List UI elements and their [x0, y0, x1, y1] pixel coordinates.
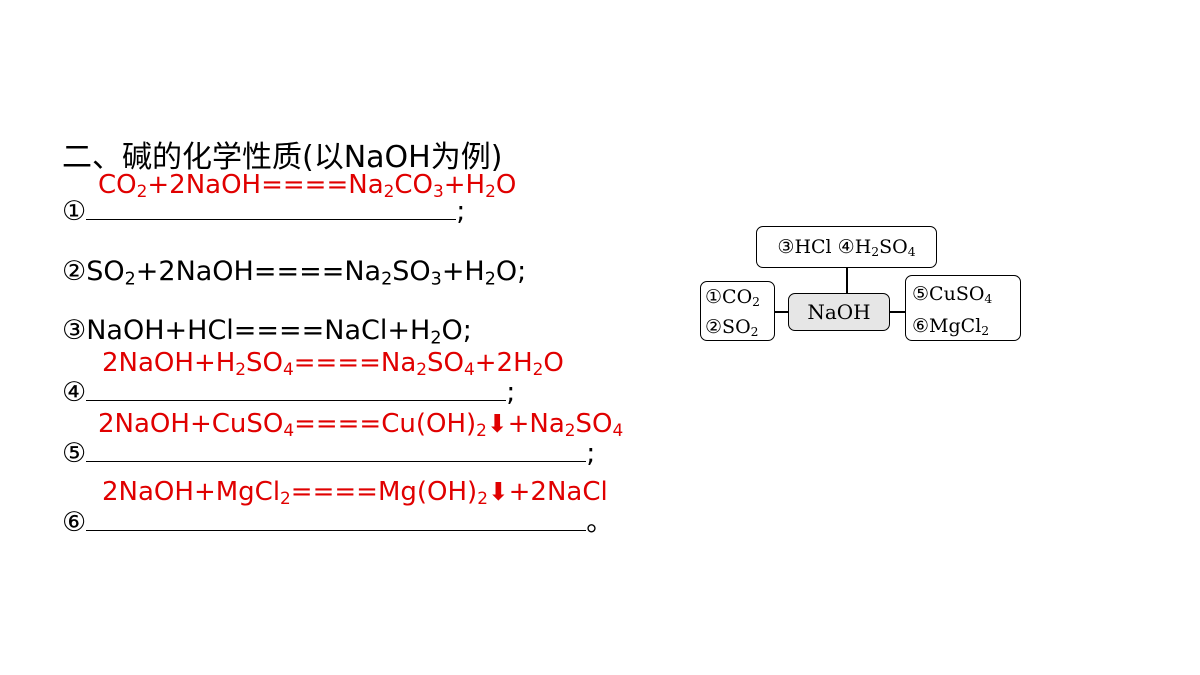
- connector-top: [846, 267, 848, 293]
- answer-equation-4: 2NaOH+H2SO4====Na2SO4+2H2O: [102, 348, 564, 380]
- item-terminator-4: ;: [506, 377, 516, 408]
- answer-equation-6: 2NaOH+MgCl2====Mg(OH)2⬇+2NaCl: [102, 477, 608, 509]
- oxide-item-co2: ①CO2: [705, 286, 761, 310]
- salt-item-cuso4: ⑤CuSO4: [912, 283, 993, 307]
- answer-blank-5: [86, 439, 587, 462]
- item-terminator-1: ;: [456, 196, 466, 227]
- item-number-1: ①: [62, 196, 87, 227]
- connector-left: [775, 311, 788, 313]
- item-4: ④;: [62, 377, 515, 408]
- item-number-5: ⑤: [62, 438, 87, 469]
- item-5: ⑤;: [62, 438, 595, 469]
- item-number-6: ⑥: [62, 507, 87, 538]
- item-number-4: ④: [62, 377, 87, 408]
- answer-blank-1: [86, 197, 457, 220]
- answer-equation-5: 2NaOH+CuSO4====Cu(OH)2⬇+Na2SO4: [98, 409, 624, 441]
- item-number-2: ②: [62, 256, 87, 287]
- down-arrow-icon: ⬇: [486, 409, 508, 438]
- item-3: ③NaOH+HCl====NaCl+H2O;: [62, 315, 472, 348]
- item-1: ①;: [62, 196, 465, 227]
- item-2: ②SO2+2NaOH====Na2SO3+H2O;: [62, 256, 526, 289]
- equation-3: NaOH+HCl====NaCl+H2O: [86, 315, 463, 349]
- diagram-num-3: ③: [777, 236, 795, 258]
- item-6: ⑥。: [62, 500, 613, 539]
- h2so4-label: H2SO4: [854, 236, 916, 260]
- equation-2: SO2+2NaOH====Na2SO3+H2O: [86, 256, 518, 290]
- oxide-box: ①CO2 ②SO2: [700, 281, 775, 341]
- answer-blank-4: [86, 378, 507, 401]
- item-terminator-6: 。: [586, 507, 614, 538]
- diagram-num-4: ④: [837, 236, 855, 258]
- item-terminator-2: ;: [517, 256, 527, 287]
- salt-item-mgcl2: ⑥MgCl2: [912, 315, 990, 339]
- acid-box: ③HCl ④H2SO4: [756, 226, 937, 268]
- oxide-item-so2: ②SO2: [705, 316, 759, 340]
- item-number-3: ③: [62, 315, 87, 346]
- answer-blank-6: [86, 508, 587, 531]
- connector-right: [890, 311, 905, 313]
- item-terminator-5: ;: [586, 438, 596, 469]
- naoh-reaction-diagram: ③HCl ④H2SO4 ①CO2 ②SO2 NaOH ⑤CuSO4 ⑥MgCl2: [700, 226, 1022, 344]
- section-title: 二、碱的化学性质(以NaOH为例): [62, 140, 503, 175]
- salt-box: ⑤CuSO4 ⑥MgCl2: [905, 275, 1021, 341]
- center-naoh-box: NaOH: [788, 293, 890, 331]
- hcl-label: HCl: [794, 236, 832, 258]
- answer-equation-1: CO2+2NaOH====Na2CO3+H2O: [98, 170, 517, 202]
- item-terminator-3: ;: [462, 315, 472, 346]
- down-arrow-icon: ⬇: [487, 477, 509, 506]
